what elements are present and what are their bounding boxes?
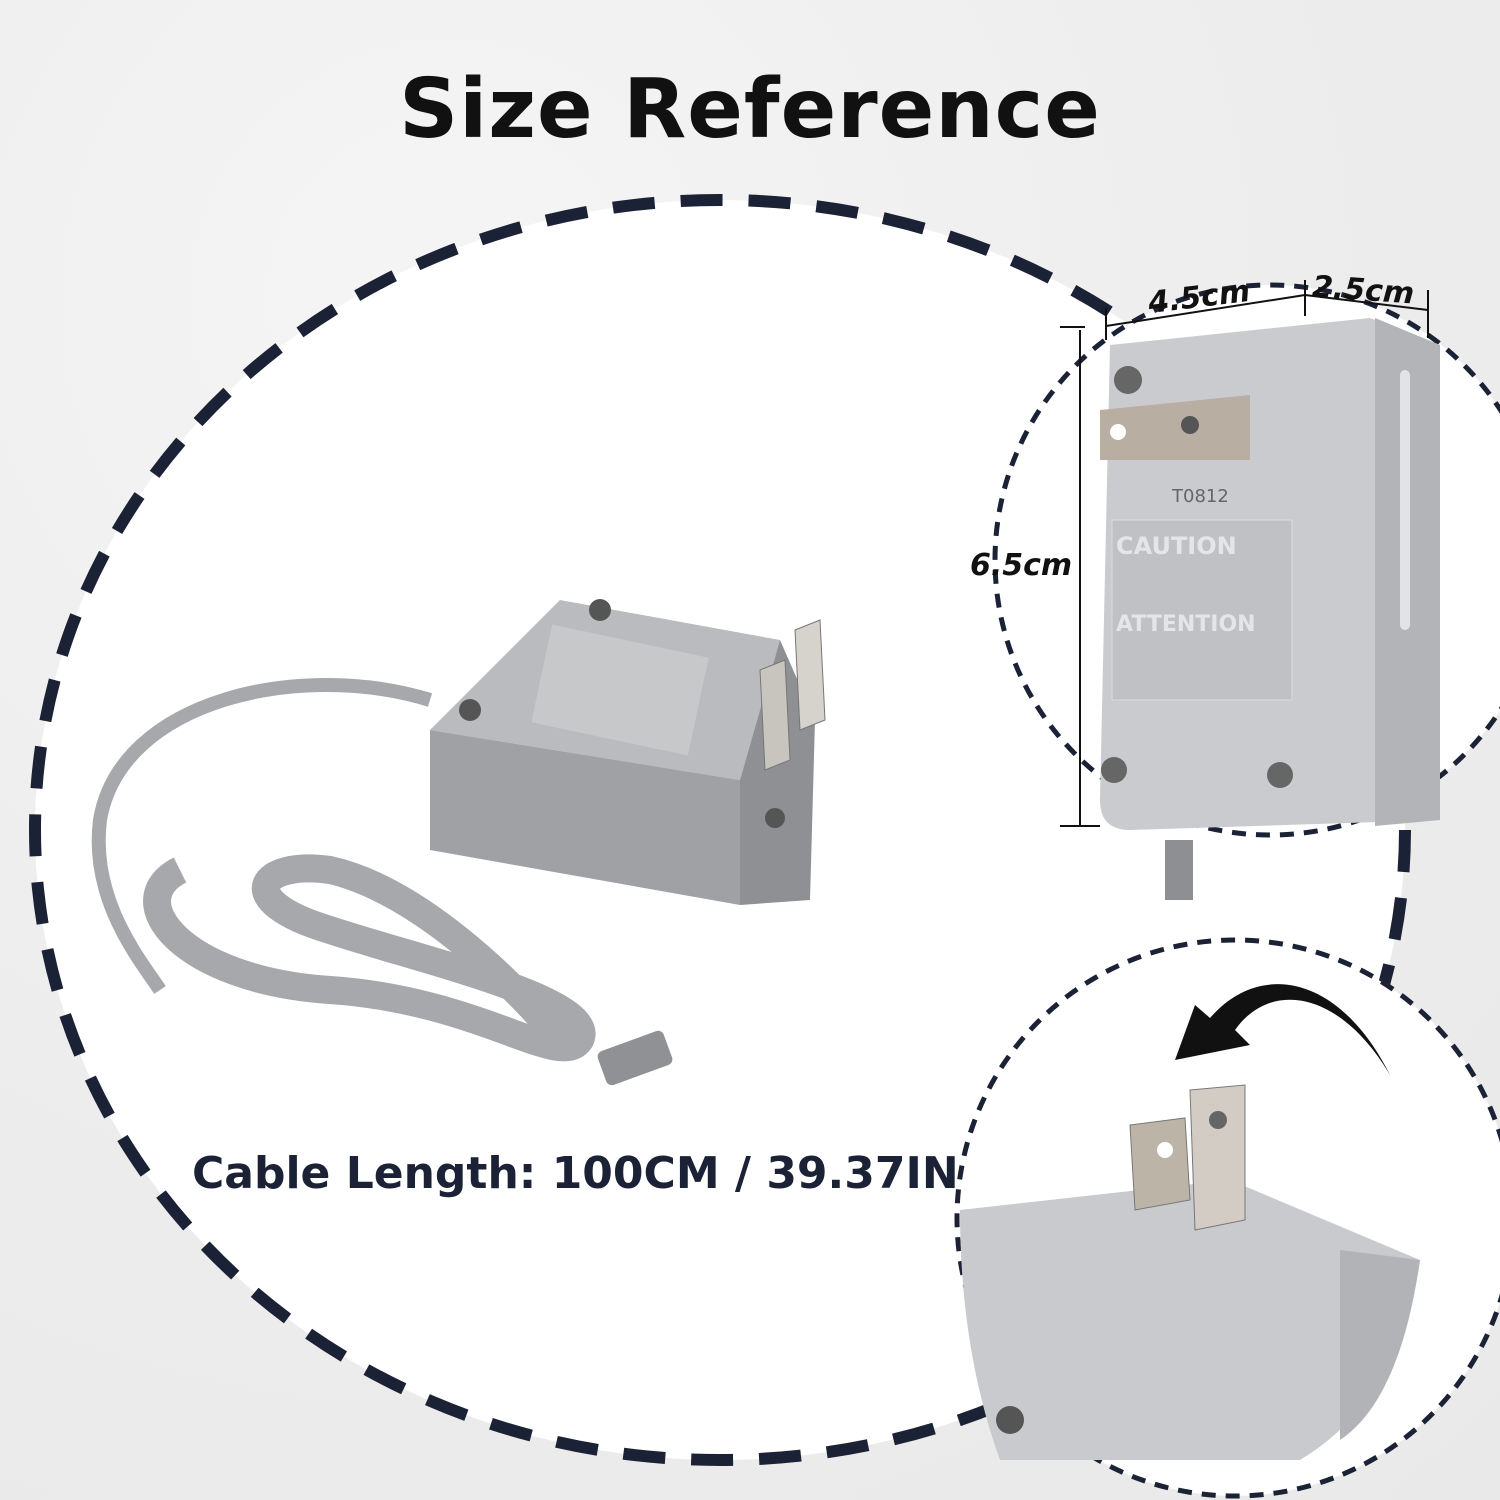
adapter-closeup-image	[960, 1084, 1420, 1460]
model-label: T0812	[1172, 486, 1229, 507]
adapter-front-image	[1060, 280, 1440, 900]
caution-label: CAUTION	[1116, 532, 1237, 560]
cable-length-caption: Cable Length: 100CM / 39.37IN	[192, 1148, 959, 1199]
attention-label: ATTENTION	[1116, 612, 1256, 637]
page-title: Size Reference	[399, 62, 1101, 157]
rotate-arrow-icon	[1175, 984, 1390, 1075]
depth-dimension-label: 2.5cm	[1310, 269, 1416, 312]
height-dimension-label: 6.5cm	[970, 548, 1073, 583]
adapter-main-image	[91, 599, 826, 1086]
